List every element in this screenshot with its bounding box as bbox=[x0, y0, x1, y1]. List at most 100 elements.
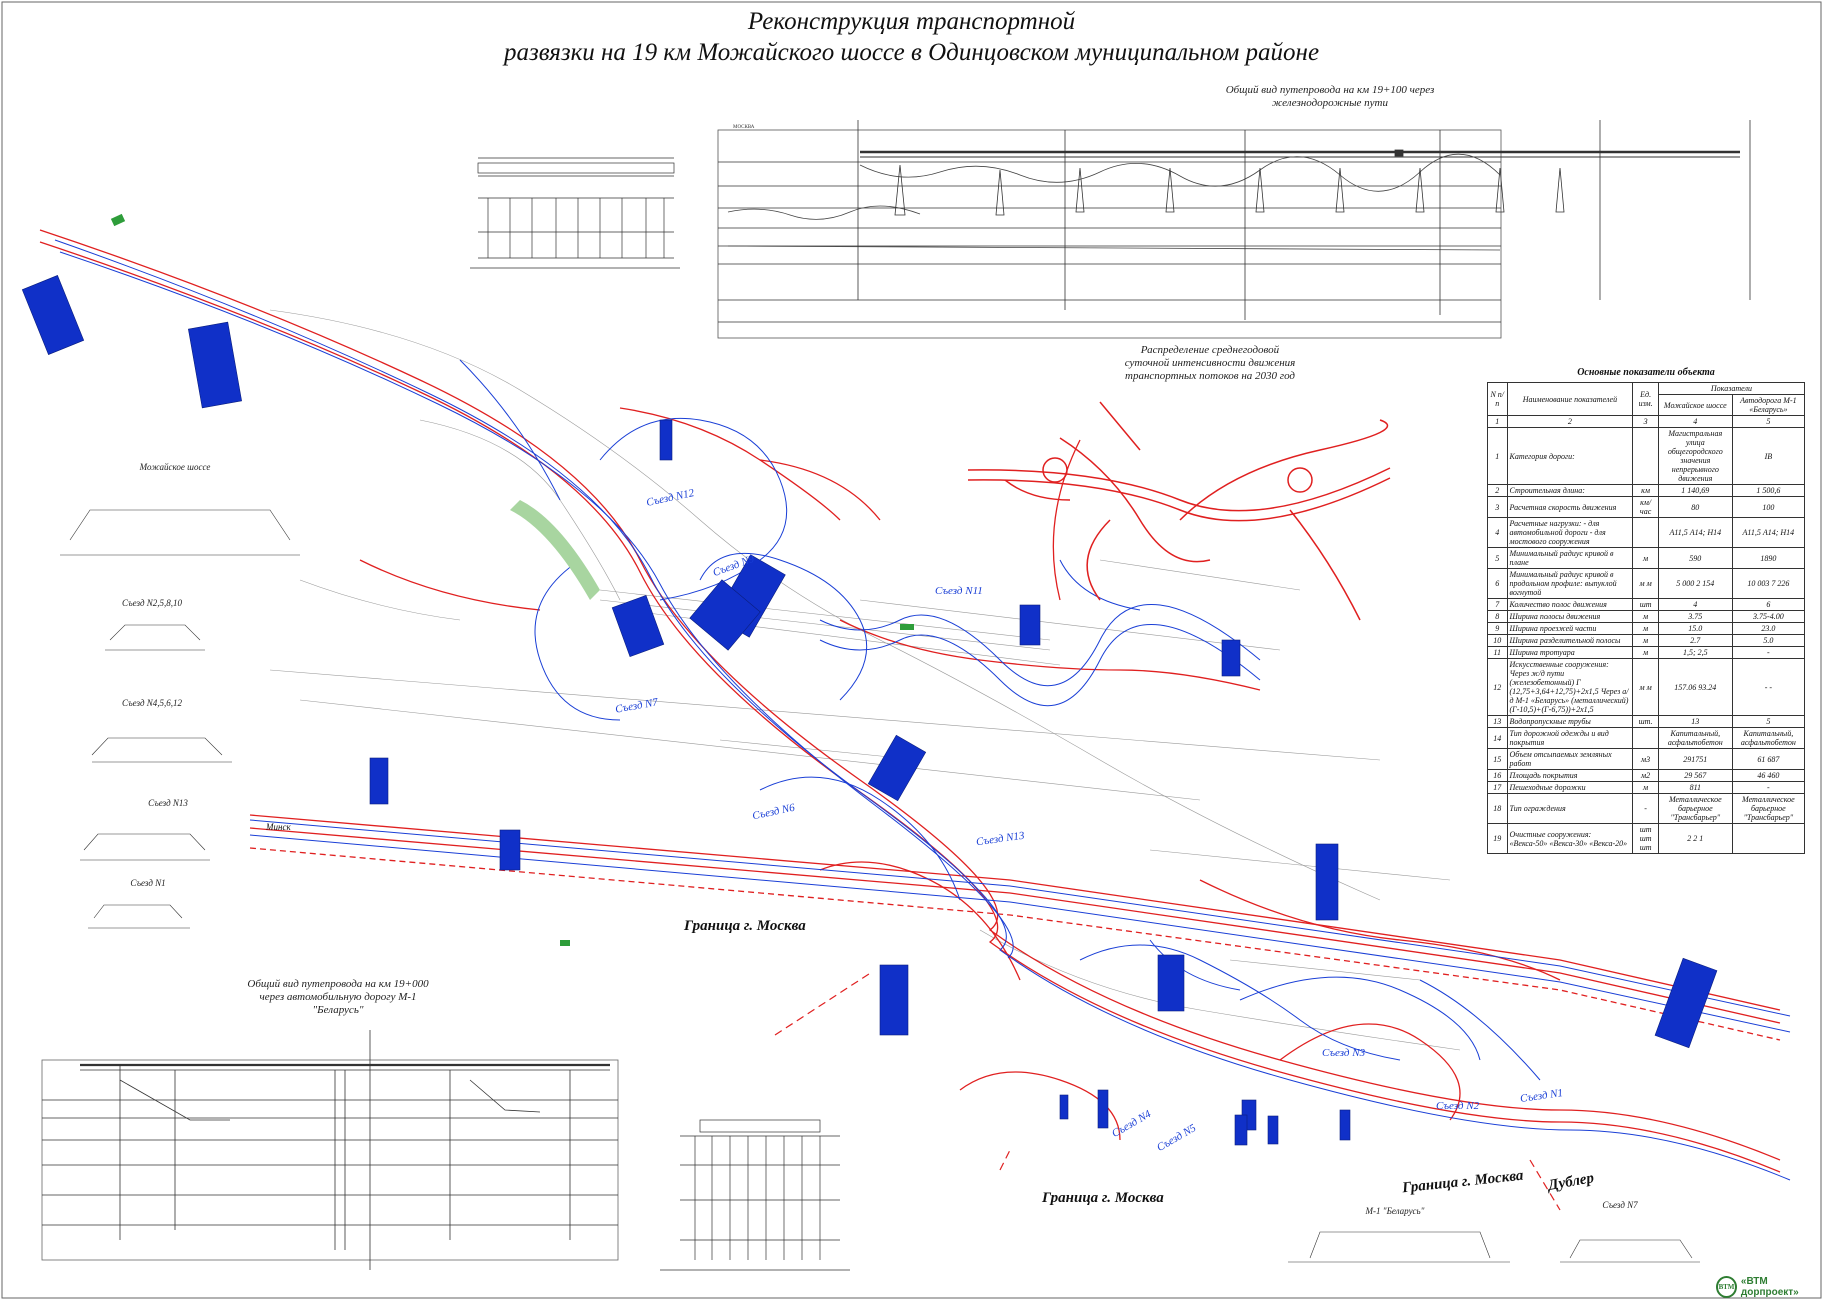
row-name: Тип дорожной одежды и вид покрытия bbox=[1506, 727, 1634, 749]
row-value-mozhaisk: 811 bbox=[1657, 781, 1733, 794]
row-value-mozhaisk: 1,5; 2,5 bbox=[1657, 646, 1733, 659]
row-unit: м bbox=[1632, 781, 1659, 794]
row-unit: м м bbox=[1632, 658, 1659, 716]
row-unit: м bbox=[1632, 547, 1659, 569]
row-name: Ширина разделительной полосы bbox=[1506, 634, 1634, 647]
row-number: 6 bbox=[1487, 568, 1508, 599]
row-name: Расчетные нагрузки: - для автомобильной … bbox=[1506, 517, 1634, 548]
row-name: Минимальный радиус кривой в плане bbox=[1506, 547, 1634, 569]
row-name: Очистные сооружения: «Векса-50» «Векса-3… bbox=[1506, 823, 1634, 854]
numbering-cell: 1 bbox=[1487, 415, 1508, 428]
header-unit: Ед. изм. bbox=[1632, 382, 1659, 416]
row-value-m1: А11,5 А14; Н14 bbox=[1731, 517, 1806, 548]
minsk-label: Минск bbox=[266, 822, 291, 832]
row-value-m1: 5.0 bbox=[1731, 634, 1806, 647]
row-number: 15 bbox=[1487, 748, 1508, 770]
ramp-label-3: Съезд N3 bbox=[1322, 1047, 1366, 1059]
row-value-m1: Капитальный, асфальтобетон bbox=[1731, 727, 1806, 749]
row-name: Ширина тротуара bbox=[1506, 646, 1634, 659]
row-value-mozhaisk: 1 140,69 bbox=[1657, 484, 1733, 497]
row-name: Количество полос движения bbox=[1506, 598, 1634, 611]
row-value-mozhaisk: А11,5 А14; Н14 bbox=[1657, 517, 1733, 548]
row-number: 16 bbox=[1487, 769, 1508, 782]
row-number: 4 bbox=[1487, 517, 1508, 548]
row-unit: км/час bbox=[1632, 496, 1659, 518]
row-value-mozhaisk: 5 000 2 154 bbox=[1657, 568, 1733, 599]
row-number: 14 bbox=[1487, 727, 1508, 749]
row-name: Объем отсыпаемых земляных работ bbox=[1506, 748, 1634, 770]
numbering-cell: 5 bbox=[1731, 415, 1806, 428]
company-logo: ВТМ «ВТМ дорпроект» bbox=[1716, 1276, 1823, 1298]
row-unit: м bbox=[1632, 646, 1659, 659]
bridge-piers-top bbox=[894, 164, 1565, 216]
section-ramp-1-title: Съезд N1 bbox=[130, 878, 166, 888]
header-col-a: Можайское шоссе bbox=[1657, 394, 1733, 416]
section-ramp-4-title: Съезд N4,5,6,12 bbox=[122, 698, 182, 708]
row-number: 3 bbox=[1487, 496, 1508, 518]
row-name: Ширина полосы движения bbox=[1506, 610, 1634, 623]
row-value-mozhaisk: 4 bbox=[1657, 598, 1733, 611]
numbering-cell: 2 bbox=[1506, 415, 1634, 428]
cross-section-bottom bbox=[660, 1119, 850, 1271]
row-number: 11 bbox=[1487, 646, 1508, 659]
row-unit: м bbox=[1632, 610, 1659, 623]
green-area bbox=[510, 500, 600, 600]
logo-mark-icon: ВТМ bbox=[1716, 1276, 1737, 1298]
header-group: Показатели bbox=[1657, 382, 1806, 395]
row-value-mozhaisk: Металлическое барьерное "Трансбарьер" bbox=[1657, 793, 1733, 824]
row-name: Расчетная скорость движения bbox=[1506, 496, 1634, 518]
terrain-grey bbox=[269, 309, 1461, 1051]
left-cross-sections bbox=[60, 509, 1700, 1263]
row-unit: м2 bbox=[1632, 769, 1659, 782]
row-number: 7 bbox=[1487, 598, 1508, 611]
row-value-mozhaisk: 15.0 bbox=[1657, 622, 1733, 635]
page-title: Реконструкция транспортной развязки на 1… bbox=[0, 6, 1823, 68]
header-name: Наименование показателей bbox=[1506, 382, 1634, 416]
section-mozhaisk-title: Можайское шоссе bbox=[139, 462, 211, 472]
row-unit: м3 bbox=[1632, 748, 1659, 770]
row-value-mozhaisk: 2.7 bbox=[1657, 634, 1733, 647]
header-n: N п/п bbox=[1487, 382, 1508, 416]
traffic-scheme bbox=[967, 401, 1391, 621]
row-name: Пешеходные дорожки bbox=[1506, 781, 1634, 794]
row-value-mozhaisk: 157.06 93.24 bbox=[1657, 658, 1733, 716]
logo-text: «ВТМ дорпроект» bbox=[1740, 1276, 1799, 1298]
header-col-b: Автодорога М-1 «Беларусь» bbox=[1731, 394, 1806, 416]
row-unit: м м bbox=[1632, 568, 1659, 599]
row-name: Ширина проезжей части bbox=[1506, 622, 1634, 635]
row-unit bbox=[1632, 427, 1659, 485]
row-number: 12 bbox=[1487, 658, 1508, 716]
numbering-cell: 4 bbox=[1657, 415, 1733, 428]
row-number: 1 bbox=[1487, 427, 1508, 485]
row-value-m1: 1 500,6 bbox=[1731, 484, 1806, 497]
row-unit: шт bbox=[1632, 598, 1659, 611]
row-value-mozhaisk: 3.75 bbox=[1657, 610, 1733, 623]
row-name: Водопропускные трубы bbox=[1506, 715, 1634, 728]
bridge-elevation-bottom bbox=[41, 1030, 619, 1270]
table-caption: Основные показатели объекта bbox=[1577, 367, 1715, 378]
row-value-m1: Металлическое барьерное "Трансбарьер" bbox=[1731, 793, 1806, 824]
row-value-m1: - - bbox=[1731, 658, 1806, 716]
ramp-label-2: Съезд N2 bbox=[1436, 1100, 1480, 1112]
bridge-bottom-caption: Общий вид путепровода на км 19+000 через… bbox=[247, 978, 429, 1016]
row-number: 2 bbox=[1487, 484, 1508, 497]
row-value-mozhaisk: 2 2 1 bbox=[1657, 823, 1733, 854]
row-value-mozhaisk: 13 bbox=[1657, 715, 1733, 728]
row-unit: км bbox=[1632, 484, 1659, 497]
row-name: Строительная длина: bbox=[1506, 484, 1634, 497]
green-signs bbox=[110, 213, 914, 946]
row-name: Минимальный радиус кривой в продольном п… bbox=[1506, 568, 1634, 599]
row-number: 19 bbox=[1487, 823, 1508, 854]
row-unit: м bbox=[1632, 634, 1659, 647]
ramp-label-11: Съезд N11 bbox=[935, 585, 983, 597]
